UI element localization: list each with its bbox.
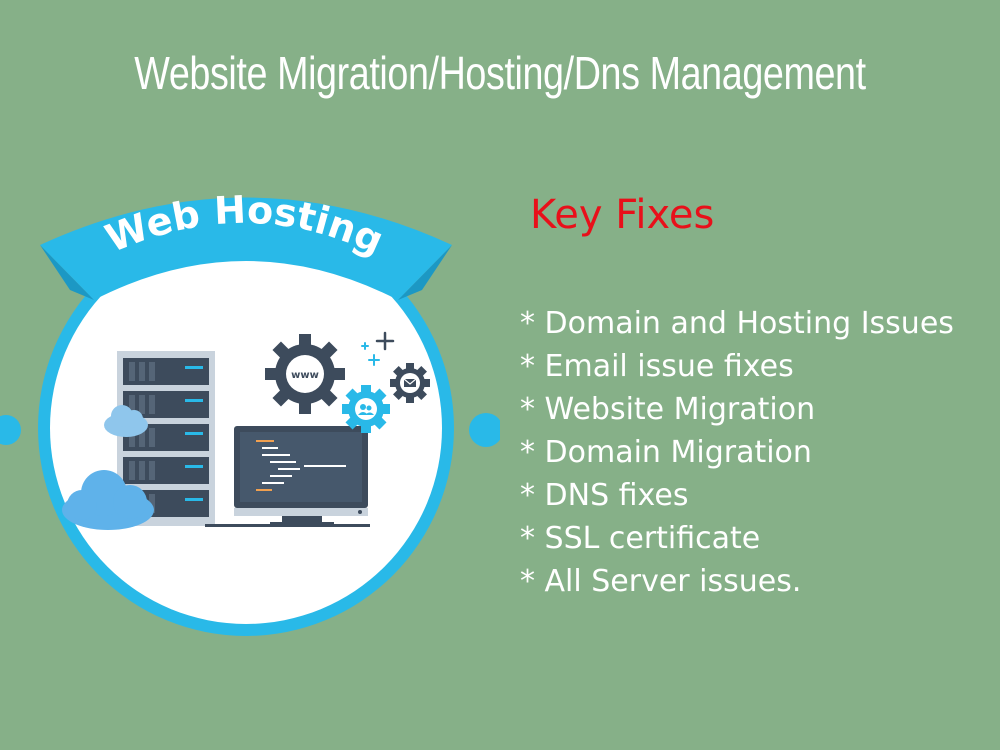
server-rack-icon: [117, 351, 215, 526]
plus-icon: [375, 331, 395, 351]
fix-item: * Domain Migration: [520, 435, 812, 470]
fix-item: * Email issue fixes: [520, 349, 794, 384]
plus-icon-small: [361, 342, 380, 366]
cloud-icon: [104, 405, 148, 437]
gear-www-label: www: [291, 370, 319, 381]
gear-icon: www: [265, 334, 345, 414]
cloud-icon-large: [62, 470, 154, 530]
fix-item: * DNS fixes: [520, 478, 689, 513]
email-icon: [390, 363, 430, 403]
page-title: Website Migration/Hosting/Dns Management: [134, 47, 866, 99]
fix-item: * Website Migration: [520, 392, 816, 427]
fix-item: * Domain and Hosting Issues: [520, 306, 954, 341]
left-dot: [0, 415, 21, 445]
web-hosting-illustration: Web Hosting: [0, 188, 500, 636]
fix-item: * SSL certificate: [520, 521, 761, 556]
key-fixes-list: * Domain and Hosting Issues * Email issu…: [520, 302, 954, 603]
user-group-icon: [342, 385, 390, 433]
monitor-icon: [205, 426, 370, 527]
key-fixes-heading: Key Fixes: [530, 192, 715, 238]
fix-item: * All Server issues.: [520, 564, 802, 599]
web-hosting-banner: [40, 197, 452, 300]
right-dot: [469, 413, 500, 447]
